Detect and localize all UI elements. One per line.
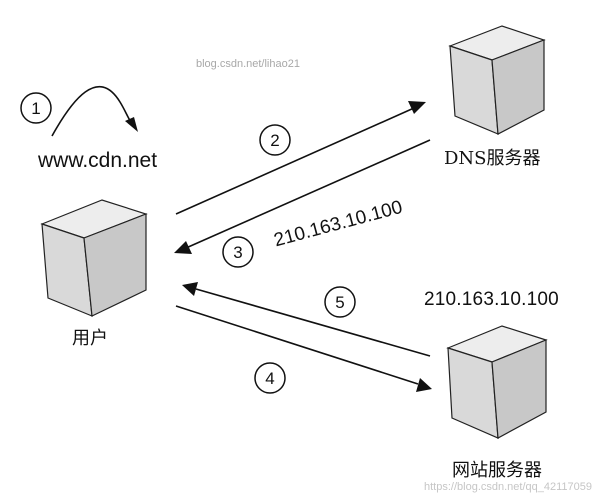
web-server-ip-label: 210.163.10.100 xyxy=(424,289,559,310)
arrow-web-to-user xyxy=(182,282,431,357)
dns-server-cube-icon xyxy=(448,25,546,135)
step-2-number: 2 xyxy=(270,131,279,150)
step-1-badge: 1 xyxy=(20,92,52,124)
arrow-user-to-dns xyxy=(175,101,426,215)
step-3-badge: 3 xyxy=(222,236,254,268)
step-1-number: 1 xyxy=(31,99,40,118)
arrow-user-to-web xyxy=(175,305,432,392)
step-4-badge: 4 xyxy=(254,362,286,394)
domain-label: www.cdn.net xyxy=(38,149,158,172)
watermark-bottom: https://blog.csdn.net/qq_42117059 xyxy=(424,481,592,493)
web-server-label: 网站服务器 xyxy=(452,460,542,481)
user-cube-icon xyxy=(40,199,148,317)
user-label: 用户 xyxy=(72,328,108,349)
step-5-badge: 5 xyxy=(324,286,356,318)
dns-server-label: DNS服务器 xyxy=(444,148,541,169)
curved-arrow-step1 xyxy=(51,86,138,137)
step-5-number: 5 xyxy=(335,293,344,312)
step-3-number: 3 xyxy=(233,243,242,262)
step-4-number: 4 xyxy=(265,369,274,388)
step-2-badge: 2 xyxy=(259,124,291,156)
arrow-dns-to-user xyxy=(174,139,431,254)
web-server-cube-icon xyxy=(446,325,548,439)
watermark-top: blog.csdn.net/lihao21 xyxy=(196,58,300,70)
